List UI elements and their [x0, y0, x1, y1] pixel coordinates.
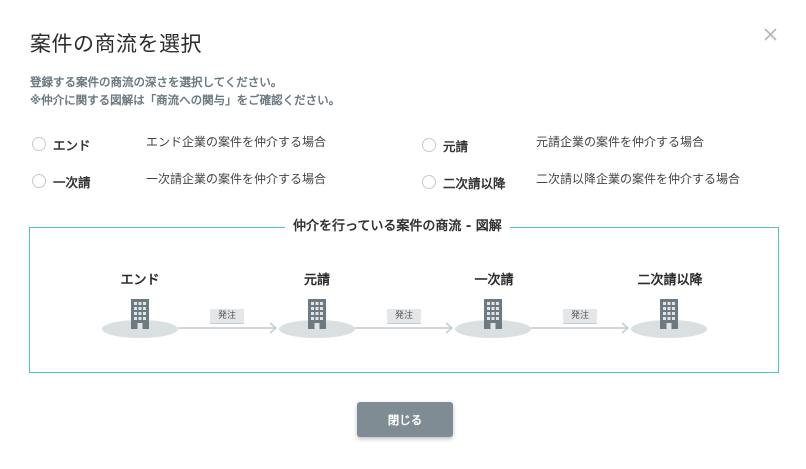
radio-option-label: 一次請	[53, 174, 91, 190]
radio-option-description: 二次請以降企業の案件を仲介する場合	[536, 172, 741, 186]
building-icon	[484, 299, 502, 329]
radio-option-first-sub[interactable]: 一次請	[32, 171, 91, 191]
stage-label-first-sub: 一次請	[474, 273, 514, 288]
radio-option-label: 元請	[443, 138, 469, 154]
order-tag: 発注	[387, 309, 421, 323]
stage-label-prime: 元請	[303, 273, 330, 288]
building-icon	[131, 299, 149, 329]
radio-option-description: 一次請企業の案件を仲介する場合	[146, 172, 327, 186]
arrow-connector	[178, 322, 630, 334]
radio-button[interactable]	[422, 175, 436, 189]
modal-description: 登録する案件の商流の深さを選択してください。 ※仲介に関する図解は「商流への関与…	[30, 73, 340, 109]
modal-title: 案件の商流を選択	[30, 32, 202, 56]
radio-option-description: 元請企業の案件を仲介する場合	[536, 135, 705, 149]
building-base	[102, 320, 707, 338]
building-icon	[308, 299, 326, 329]
diagram-title: 仲介を行っている案件の商流 - 図解	[285, 218, 510, 236]
radio-button[interactable]	[32, 137, 46, 151]
description-line: ※仲介に関する図解は「商流への関与」をご確認ください。	[30, 93, 341, 107]
stage-label-second-sub: 二次請以降	[637, 273, 703, 288]
radio-option-label: エンド	[53, 137, 91, 153]
radio-option-prime[interactable]: 元請	[422, 135, 468, 155]
radio-option-description: エンド企業の案件を仲介する場合	[146, 135, 327, 149]
order-tag: 発注	[563, 309, 597, 323]
close-button[interactable]: 閉じる	[357, 402, 453, 437]
radio-option-second-sub[interactable]: 二次請以降	[422, 172, 506, 192]
description-line: 登録する案件の商流の深さを選択してください。	[30, 75, 283, 89]
radio-option-label: 二次請以降	[443, 175, 506, 191]
radio-button[interactable]	[32, 174, 46, 188]
order-tag: 発注	[210, 309, 244, 323]
close-icon[interactable]	[758, 22, 782, 46]
stage-label-end: エンド	[120, 273, 160, 288]
radio-option-end[interactable]: エンド	[32, 134, 91, 154]
building-icon	[660, 299, 678, 329]
radio-button[interactable]	[422, 138, 436, 152]
